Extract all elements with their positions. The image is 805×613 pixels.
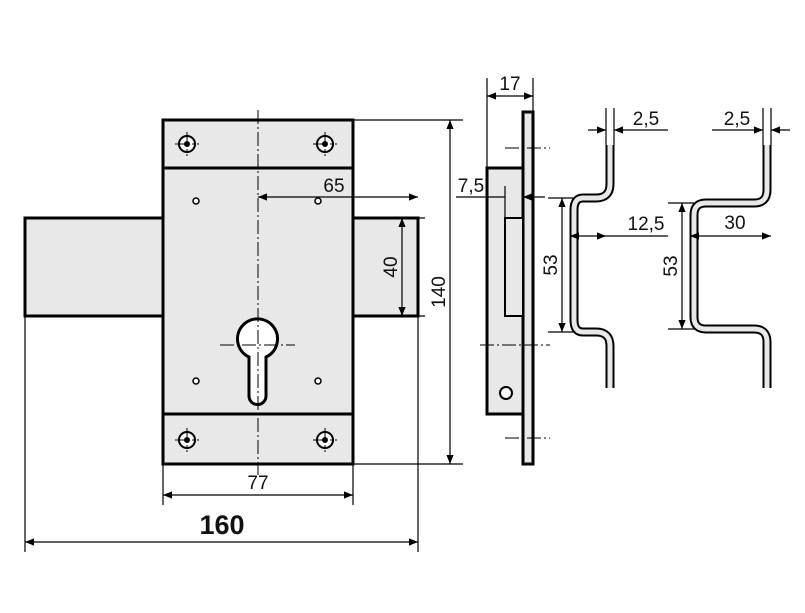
screw-hole-bottom-left	[175, 428, 199, 452]
rivet-hole	[192, 197, 200, 205]
side-plate	[521, 110, 535, 466]
rivet-hole	[192, 377, 200, 385]
dim-strike-b-depth: 30	[724, 213, 745, 234]
dim-strike-a-height: 53	[541, 254, 562, 275]
dim-strike-b-height: 53	[661, 255, 682, 276]
screw-hole-bottom-right	[313, 428, 337, 452]
screw-hole-top-right	[313, 132, 337, 156]
side-view	[480, 110, 550, 466]
strike-b-dimensions: 2,5 30 53	[661, 108, 790, 330]
dim-side-depth: 17	[499, 74, 520, 95]
dim-strike-a-thickness: 2,5	[633, 109, 659, 130]
dim-height: 140	[429, 276, 450, 308]
strike-a-dimensions: 2,5 12,5 53	[541, 108, 668, 333]
rivet-hole	[314, 377, 322, 385]
dim-bolt-height: 40	[381, 256, 402, 277]
strike-plate-a	[569, 145, 615, 388]
side-screw-hole	[499, 386, 513, 400]
front-view	[23, 110, 420, 475]
side-dimensions: 17 7,5	[456, 74, 545, 218]
rivet-hole	[314, 197, 322, 205]
side-bolt-recess	[504, 217, 524, 317]
left-bolt	[23, 216, 165, 318]
front-dimensions: 65 40 140 77 160	[24, 119, 463, 552]
screw-hole-top-left	[175, 132, 199, 156]
dim-strike-a-depth: 12,5	[628, 214, 665, 235]
dim-overall-width: 160	[199, 510, 244, 540]
strike-plate-b	[689, 145, 772, 388]
dim-backset: 65	[323, 176, 344, 197]
dim-case-width: 77	[247, 473, 268, 494]
dim-plate-offset: 7,5	[458, 176, 484, 197]
dim-strike-b-thickness: 2,5	[724, 109, 750, 130]
